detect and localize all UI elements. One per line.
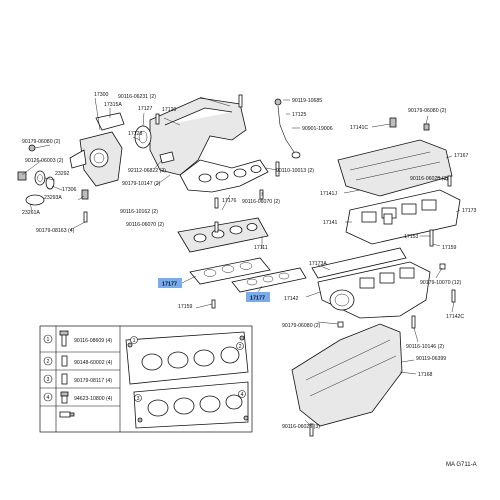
label-17177-a[interactable]: 17177 xyxy=(162,282,177,288)
label-17173a: 17173A xyxy=(309,261,327,267)
label-90116-06070-mid: 90116-06070 (2) xyxy=(126,222,164,228)
label-90126-06003: 90126-06003 (2) xyxy=(25,158,64,164)
map-mark-3 xyxy=(134,394,142,402)
label-90179-06080-b: 90179-06080 (2) xyxy=(282,323,321,329)
label-17128: 17128 xyxy=(128,131,143,137)
label-90119-06399: 90119-06399 xyxy=(416,356,446,362)
throttle-bracket-group xyxy=(17,97,125,231)
label-90179-08163: 90179-08163 (4) xyxy=(36,228,75,234)
bolt-90126-06003 xyxy=(17,171,27,181)
label-17306: 17306 xyxy=(62,187,77,193)
gasket-17177-b xyxy=(231,267,307,293)
label-17315a: 17315A xyxy=(104,102,122,108)
label-90116-06070-right: 90116-06070 (2) xyxy=(242,199,280,205)
map-mark-2 xyxy=(236,342,244,350)
filter-23261a xyxy=(25,194,45,206)
intake-plenum-17111 xyxy=(149,97,247,176)
label-90901-19006: 90901-19006 xyxy=(302,126,333,132)
label-23292: 23292 xyxy=(55,171,70,177)
label-17142c: 17142C xyxy=(446,314,464,320)
label-90116-10162: 90116-10162 (2) xyxy=(120,209,158,215)
row-1-num: 1 xyxy=(47,337,50,343)
row-1-part: 90116-08609 (4) xyxy=(74,338,112,344)
label-17159-left: 17159 xyxy=(178,304,193,310)
label-90110-10013: 90110-10013 (2) xyxy=(276,168,314,174)
label-90179-06080-r: 90179-06080 (2) xyxy=(408,108,447,114)
map-mark-4-num: 4 xyxy=(241,392,244,398)
row-2-num: 2 xyxy=(47,359,50,365)
label-90179-10147: 90179-10147 (2) xyxy=(122,181,161,187)
gasket-23292 xyxy=(34,170,46,186)
highlight-17177-b xyxy=(246,292,270,302)
row-3-part: 90179-08117 (4) xyxy=(74,378,112,384)
label-17141j: 17141J xyxy=(320,191,337,197)
stud-17159-right xyxy=(429,229,434,247)
row-3-num: 3 xyxy=(47,377,50,383)
label-90116-10146: 90116-10146 (2) xyxy=(406,344,444,350)
map-mark-1 xyxy=(130,336,138,344)
throttle-flange xyxy=(69,149,87,169)
label-17125: 17125 xyxy=(292,112,307,118)
label-17129: 17129 xyxy=(162,107,177,113)
gasket-17173a xyxy=(311,247,407,279)
row-1-marker xyxy=(43,334,53,344)
label-17176: 17176 xyxy=(222,198,237,204)
label-23261a: 23261A xyxy=(22,210,40,216)
label-17173: 17173 xyxy=(462,208,477,214)
heat-shield-17168 xyxy=(291,323,403,427)
label-17177-b[interactable]: 17177 xyxy=(250,296,265,302)
label-17141: 17141 xyxy=(323,220,338,226)
row-4-num: 4 xyxy=(47,395,50,401)
bracket-17315a xyxy=(95,112,125,131)
label-90119-10685: 90119-10685 xyxy=(292,98,322,104)
highlight-17177-a xyxy=(158,278,182,288)
row-4-part: 94623-10800 (4) xyxy=(74,396,113,402)
bolt-17306 xyxy=(81,189,89,200)
label-90179-10070: 90179-10070 (12) xyxy=(420,280,462,286)
label-90116-06231: 90116-06231 (2) xyxy=(118,94,156,100)
row-4-marker xyxy=(43,392,53,402)
heat-shield-17167 xyxy=(337,139,453,197)
map-mark-4 xyxy=(238,390,246,398)
dipstick-group xyxy=(274,98,301,159)
tube-17125 xyxy=(277,105,295,153)
row-3-marker xyxy=(43,374,53,384)
label-17141c: 17141C xyxy=(350,125,368,131)
map-mark-1-num: 1 xyxy=(133,338,136,344)
map-mark-2-num: 2 xyxy=(239,344,242,350)
label-17142: 17142 xyxy=(284,296,299,302)
intake-manifold-group xyxy=(132,94,307,309)
label-17159-right: 17159 xyxy=(442,245,457,251)
label-17127: 17127 xyxy=(138,106,153,112)
label-92112-06822: 92112-06822 (2) xyxy=(128,168,166,174)
gasket-layout-map xyxy=(125,331,249,429)
stud-17159-left xyxy=(211,299,216,309)
label-90116-06028-bot: 90116-06028 (3) xyxy=(282,424,320,430)
figure-code: MA G711-A xyxy=(446,462,477,468)
stud-90179-08163 xyxy=(83,211,88,223)
label-90116-06028-top: 90116-06028 (3) xyxy=(410,176,448,182)
label-17168: 17168 xyxy=(418,372,433,378)
label-17300: 17300 xyxy=(94,92,109,98)
label-17167: 17167 xyxy=(454,153,469,159)
pipe-17128 xyxy=(159,151,175,164)
exhaust-group xyxy=(291,115,461,437)
label-90179-06080: 90179-06080 (2) xyxy=(22,139,61,145)
label-23293a: 23293A xyxy=(44,195,62,201)
gasket-17177-a xyxy=(189,257,271,285)
label-17153: 17153 xyxy=(404,234,419,240)
gasket-17127 xyxy=(134,125,152,149)
row-2-marker xyxy=(43,356,53,366)
throttle-bore xyxy=(89,148,109,168)
map-mark-3-num: 3 xyxy=(137,396,140,402)
label-17111: 17111 xyxy=(254,245,268,251)
nut-90179-06080 xyxy=(28,144,36,152)
row-2-part: 90148-60002 (4) xyxy=(74,360,113,366)
